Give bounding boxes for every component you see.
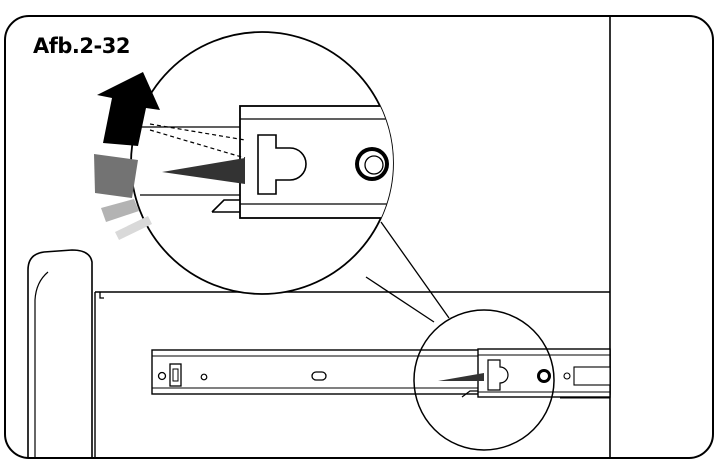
callout-line-right [380,221,450,319]
motion-band-light [115,216,152,240]
cabinet-notch [99,292,104,299]
rail-clip [169,363,182,387]
rail-small-hole [200,373,208,381]
motion-band-dark [94,154,138,198]
lever-travel-dashes [149,123,246,159]
zoom-detail [140,105,393,219]
magnifier-circle [413,309,555,451]
slide-rail [151,348,611,399]
rail-slot [311,371,327,381]
figure-label: Afb.2-32 [33,34,130,58]
drawer-front-panel [27,249,93,457]
motion-band-mid [101,199,139,222]
callout-line-left [365,276,435,323]
rail-release-lever [438,373,484,381]
rail-screw-hole [157,371,167,381]
curved-arrow-up-icon [97,72,160,146]
zoom-clip-bracket [257,134,307,195]
zoom-release-lever [162,158,245,184]
